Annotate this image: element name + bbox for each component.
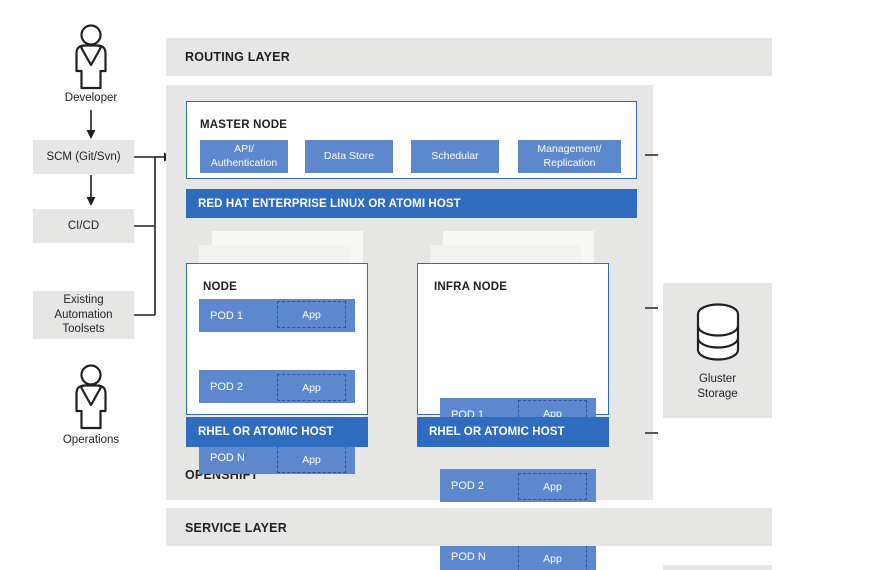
master-component-api-auth: API/ Authentication — [200, 140, 288, 173]
app-box: App — [277, 374, 346, 401]
app-box: App — [518, 473, 587, 500]
node-host-bar-label: RHEL OR ATOMIC HOST — [198, 426, 334, 438]
infra-node-host-bar: RHEL OR ATOMIC HOST — [417, 417, 609, 447]
pipeline-to-openshift-connector — [134, 152, 173, 316]
pod-label: POD N — [451, 550, 486, 563]
node-pod-row: POD 1 App — [199, 299, 355, 332]
app-label: App — [302, 453, 321, 466]
storage-label-line2: Storage — [697, 388, 738, 400]
app-label: App — [302, 308, 321, 321]
toolsets-label-line1: Existing — [63, 294, 104, 307]
toolsets-label-line2: Automation — [54, 308, 113, 321]
pod-label: POD N — [210, 451, 245, 464]
infra-node-card — [417, 263, 609, 415]
app-box: App — [277, 446, 346, 473]
service-layer-band — [166, 508, 772, 546]
master-host-bar-label: RED HAT ENTERPRISE LINUX OR ATOMI HOST — [198, 197, 461, 210]
api-auth-line1: API/ — [234, 143, 254, 156]
automation-toolsets-box: Existing Automation Toolsets — [33, 291, 134, 339]
person-icon — [75, 24, 107, 90]
infra-node-pod-row: POD 2 App — [440, 469, 596, 502]
storage-connector-gluster — [645, 154, 658, 156]
storage-label-line1: Gluster — [698, 373, 737, 385]
app-label: App — [302, 381, 321, 394]
pod-label: POD 2 — [451, 479, 485, 492]
arrow-developer-to-scm — [86, 110, 96, 139]
app-box: App — [518, 545, 587, 570]
service-layer-label: SERVICE LAYER — [185, 521, 287, 535]
arrow-scm-to-cicd — [86, 175, 96, 206]
operations-label: Operations — [62, 434, 120, 446]
developer-actor: Developer — [58, 22, 124, 107]
node-title: NODE — [203, 281, 238, 293]
schedular-label: Schedular — [431, 149, 479, 162]
master-component-data-store: Data Store — [305, 140, 393, 173]
toolsets-label-line3: Toolsets — [62, 323, 105, 336]
mgmt-repl-line2: Replication — [543, 156, 596, 169]
scm-label: SCM (Git/Svn) — [46, 150, 121, 163]
node-pod-row: POD 2 App — [199, 370, 355, 403]
storage-panel-gluster: Gluster Storage — [663, 283, 772, 418]
pod-label: POD 1 — [210, 309, 244, 322]
app-label: App — [543, 407, 562, 420]
node-host-bar: RHEL OR ATOMIC HOST — [186, 417, 368, 447]
master-host-bar: RED HAT ENTERPRISE LINUX OR ATOMI HOST — [186, 189, 637, 218]
scm-box: SCM (Git/Svn) — [33, 140, 134, 174]
cicd-label: CI/CD — [67, 219, 100, 232]
developer-label: Developer — [64, 92, 118, 104]
master-node-title: MASTER NODE — [200, 119, 288, 131]
master-component-schedular: Schedular — [411, 140, 499, 173]
data-store-label: Data Store — [323, 149, 375, 162]
app-label: App — [543, 480, 562, 493]
app-label: App — [543, 552, 562, 565]
pod-label: POD 2 — [210, 380, 244, 393]
storage-panel-seph: Seph Storage — [663, 565, 772, 570]
app-box: App — [277, 301, 346, 328]
operations-actor: Operations — [58, 362, 124, 452]
routing-layer-label: ROUTING LAYER — [185, 50, 290, 64]
infra-node-host-bar-label: RHEL OR ATOMIC HOST — [429, 426, 565, 438]
api-auth-line2: Authentication — [210, 156, 278, 169]
storage-connector-other — [645, 432, 658, 434]
master-component-management-replication: Management/ Replication — [518, 140, 621, 173]
person-icon — [75, 364, 107, 430]
mgmt-repl-line1: Management/ — [537, 143, 602, 156]
cicd-box: CI/CD — [33, 209, 134, 243]
routing-layer-band — [166, 38, 772, 76]
infra-node-title: INFRA NODE — [434, 281, 508, 293]
database-cylinder-icon — [696, 303, 740, 361]
storage-connector-seph — [645, 307, 658, 309]
